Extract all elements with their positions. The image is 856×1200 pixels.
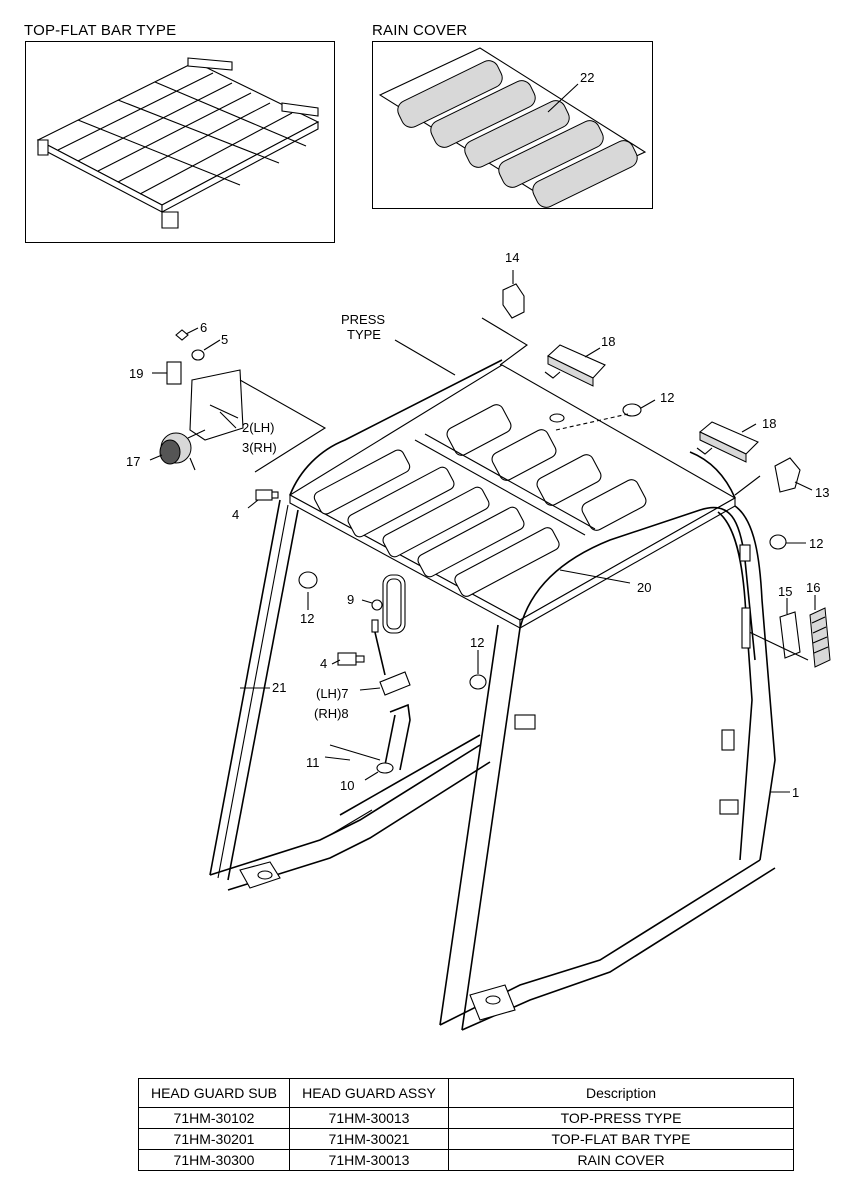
callout-12-right: 12 [809, 536, 823, 551]
cell-description: TOP-PRESS TYPE [448, 1107, 794, 1129]
cell-assy: 71HM-30021 [289, 1128, 449, 1150]
press-type-label-2: TYPE [347, 327, 381, 342]
callout-18-top: 18 [601, 334, 615, 349]
table-row: 71HM-30300 71HM-30013 RAIN COVER [138, 1149, 794, 1171]
cell-sub: 71HM-30300 [138, 1149, 290, 1171]
callout-12-left: 12 [300, 611, 314, 626]
callout-12-top: 12 [660, 390, 674, 405]
callout-14: 14 [505, 250, 519, 265]
callout-19: 19 [129, 366, 143, 381]
top-flat-bar-type-title: TOP-FLAT BAR TYPE [24, 22, 177, 39]
callout-2-lh: 2(LH) [242, 420, 275, 435]
callout-11: 11 [306, 755, 320, 770]
header-head-guard-sub: HEAD GUARD SUB [138, 1078, 290, 1108]
cell-assy: 71HM-30013 [289, 1107, 449, 1129]
cell-description: RAIN COVER [448, 1149, 794, 1171]
table-row: 71HM-30102 71HM-30013 TOP-PRESS TYPE [138, 1107, 794, 1129]
callout-9: 9 [347, 592, 354, 607]
cell-sub: 71HM-30102 [138, 1107, 290, 1129]
callout-1: 1 [792, 785, 799, 800]
callout-8-rh: (RH)8 [314, 706, 349, 721]
callout-13: 13 [815, 485, 829, 500]
table-header-row: HEAD GUARD SUB HEAD GUARD ASSY Descripti… [138, 1078, 794, 1108]
flat-bar-top-drawing [36, 57, 320, 229]
header-head-guard-assy: HEAD GUARD ASSY [289, 1078, 449, 1108]
callout-17: 17 [126, 454, 140, 469]
rain-cover-callout-22: 22 [580, 70, 594, 85]
header-description: Description [448, 1078, 794, 1108]
cell-description: TOP-FLAT BAR TYPE [448, 1128, 794, 1150]
parts-table: HEAD GUARD SUB HEAD GUARD ASSY Descripti… [138, 1078, 794, 1171]
callout-4-top: 4 [232, 507, 239, 522]
callout-7-lh: (LH)7 [316, 686, 349, 701]
callout-3-rh: 3(RH) [242, 440, 277, 455]
callout-5: 5 [221, 332, 228, 347]
attached-parts [149, 270, 831, 793]
cell-assy: 71HM-30013 [289, 1149, 449, 1171]
table-row: 71HM-30201 71HM-30021 TOP-FLAT BAR TYPE [138, 1128, 794, 1150]
callout-16: 16 [806, 580, 820, 595]
cell-sub: 71HM-30201 [138, 1128, 290, 1150]
callout-6: 6 [200, 320, 207, 335]
callout-labels: 14 6 5 PRESS TYPE 18 19 12 18 2(LH) 3(RH… [126, 250, 829, 800]
callout-20: 20 [637, 580, 651, 595]
head-guard-frame [209, 359, 776, 1031]
rain-cover-title: RAIN COVER [372, 22, 468, 39]
press-type-label-1: PRESS [341, 312, 385, 327]
callout-10: 10 [340, 778, 354, 793]
head-guard-exploded-view: 22 [36, 47, 831, 1031]
callout-15: 15 [778, 584, 792, 599]
callout-21: 21 [272, 680, 286, 695]
rain-cover-drawing: 22 [378, 47, 647, 208]
callout-18-right: 18 [762, 416, 776, 431]
callout-4-mid: 4 [320, 656, 327, 671]
callout-12-mid: 12 [470, 635, 484, 650]
